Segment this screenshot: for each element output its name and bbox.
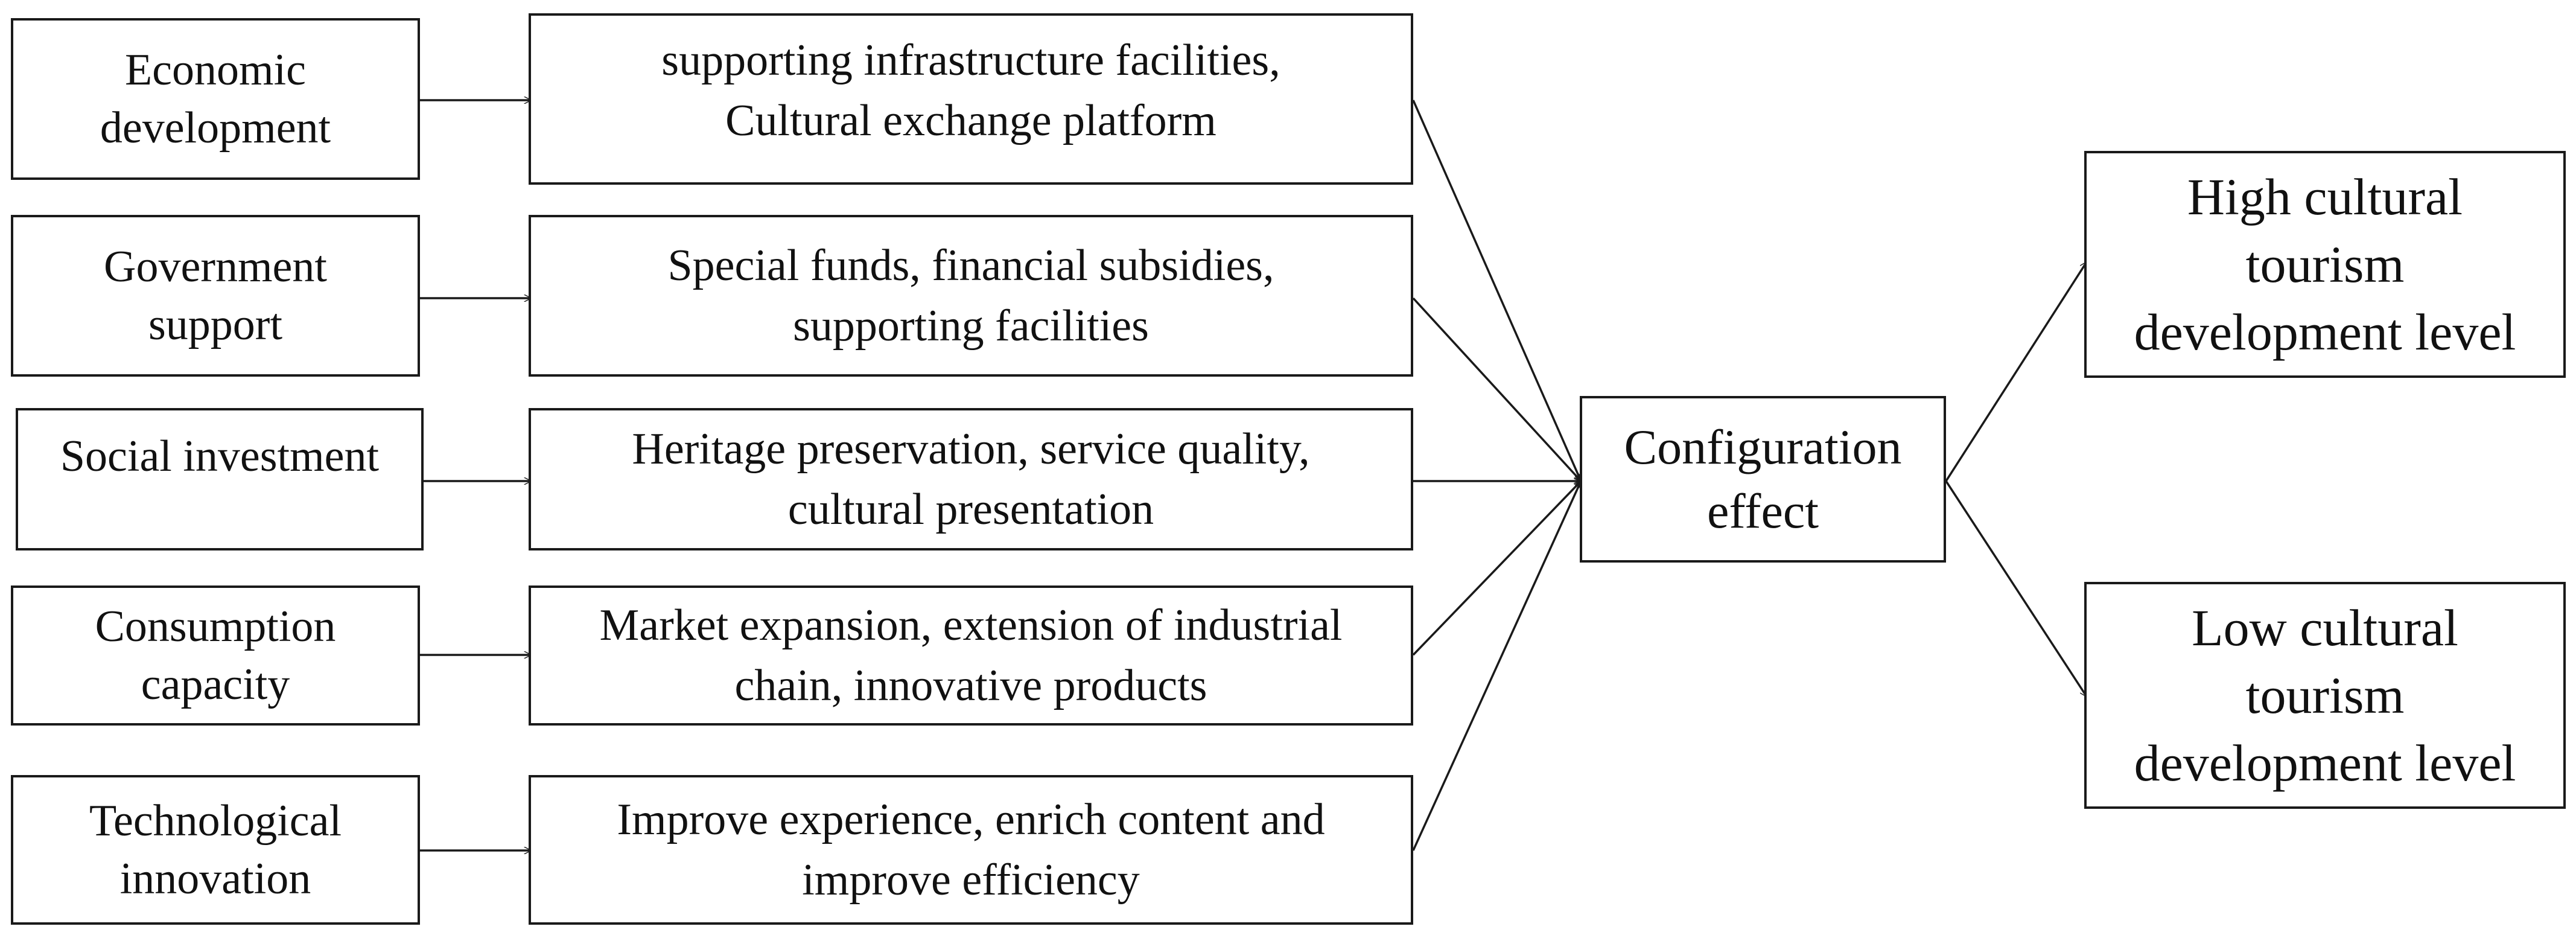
factor-label: Consumption [95, 602, 336, 651]
arrow-mechanism4-to-center [1412, 481, 1581, 656]
outcome-label: tourism [2245, 235, 2405, 293]
mechanism-label: Cultural exchange platform [725, 96, 1216, 145]
factor-box-consumption-capacity: Consumption capacity [11, 585, 420, 726]
configuration-effect-box: Configuration effect [1580, 396, 1946, 563]
arrow-mechanism1-to-center [1412, 100, 1581, 481]
mechanism-label: supporting facilities [793, 301, 1149, 351]
factor-label: Technological [89, 796, 342, 846]
outcome-box-high-level: High cultural tourism development level [2084, 151, 2566, 378]
outcome-label: tourism [2245, 666, 2405, 724]
factor-label: Economic [124, 45, 306, 95]
arrow-mechanism5-to-center [1412, 481, 1582, 851]
outcome-label: Low cultural [2192, 599, 2458, 657]
mechanism-label: Heritage preservation, service quality, [632, 424, 1310, 474]
mechanism-box-funds: Special funds, financial subsidies, supp… [529, 215, 1413, 377]
factor-label: capacity [141, 660, 290, 709]
mechanism-label: cultural presentation [787, 485, 1154, 534]
mechanism-box-infrastructure: supporting infrastructure facilities, Cu… [529, 13, 1413, 185]
outcome-label: development level [2134, 734, 2516, 792]
mechanism-box-heritage: Heritage preservation, service quality, … [529, 408, 1413, 550]
mechanism-box-market: Market expansion, extension of industria… [529, 585, 1413, 726]
factor-label: Government [104, 242, 327, 292]
outcome-label: High cultural [2187, 168, 2463, 226]
arrow-mechanism2-to-center [1412, 297, 1581, 481]
mechanism-label: Market expansion, extension of industria… [599, 601, 1343, 650]
mechanism-label: supporting infrastructure facilities, [661, 36, 1280, 85]
outcome-label: development level [2134, 303, 2516, 361]
factor-box-economic-development: Economic development [11, 18, 420, 180]
arrow-center-to-high [1945, 262, 2088, 482]
mechanism-label: improve efficiency [802, 855, 1140, 905]
mechanism-label: chain, innovative products [734, 661, 1207, 710]
factor-label: development [100, 103, 331, 153]
factor-box-government-support: Government support [11, 215, 420, 377]
mechanism-box-experience: Improve experience, enrich content and i… [529, 775, 1413, 925]
factor-label: support [148, 300, 282, 349]
factor-box-social-investment: Social investment [16, 408, 424, 550]
arrow-center-to-low [1945, 480, 2088, 697]
configuration-label: Configuration [1624, 420, 1902, 474]
outcome-box-low-level: Low cultural tourism development level [2084, 582, 2566, 809]
mechanism-label: Special funds, financial subsidies, [667, 241, 1274, 290]
configuration-label: effect [1706, 483, 1819, 538]
mechanism-label: Improve experience, enrich content and [617, 795, 1325, 844]
factor-box-technological-innovation: Technological innovation [11, 775, 420, 925]
factor-label: Social investment [60, 432, 380, 481]
factor-label: innovation [119, 854, 311, 904]
